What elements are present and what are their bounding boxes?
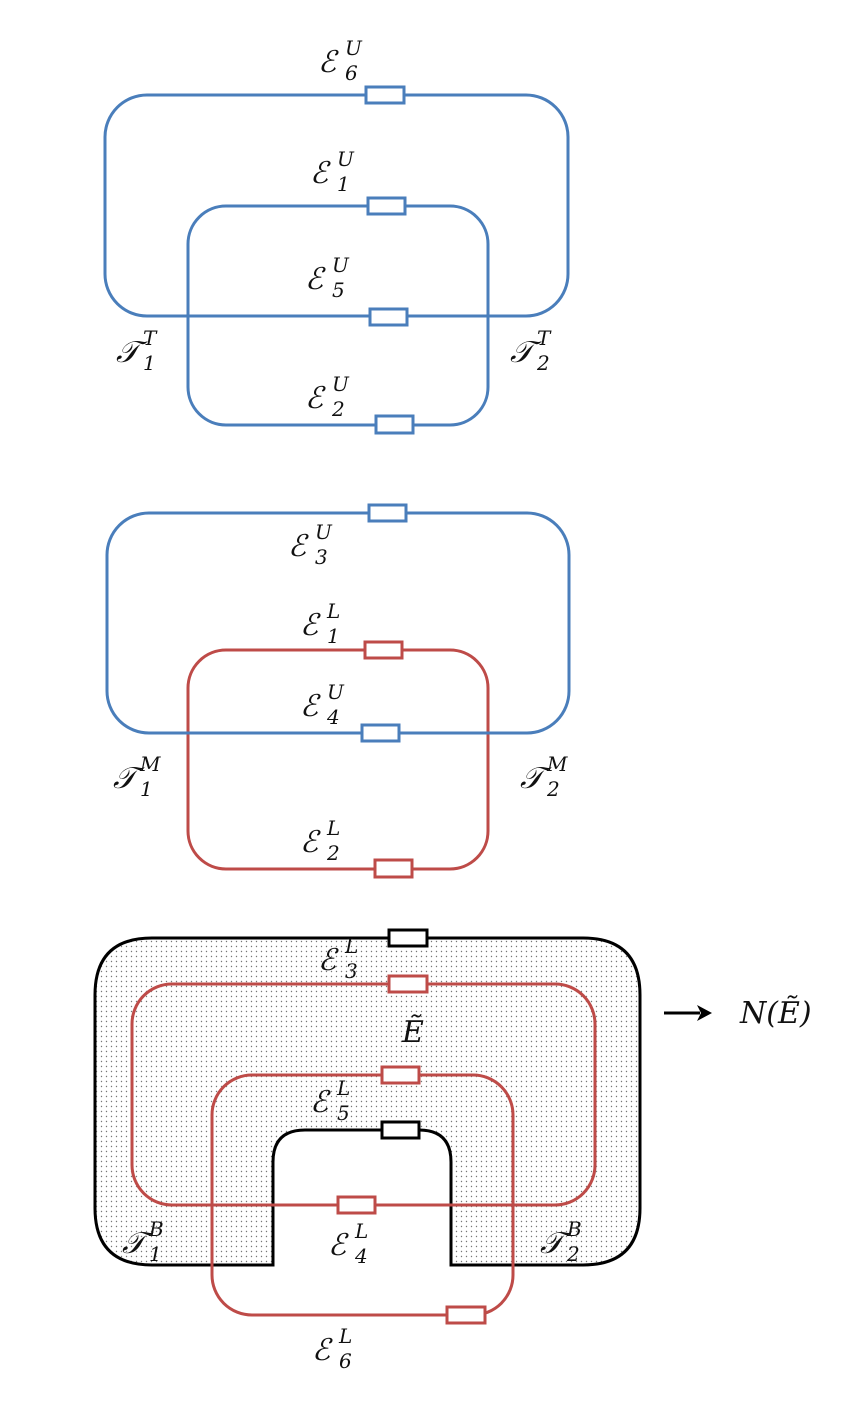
svg-text:U: U (332, 253, 350, 277)
svg-text:ℰ: ℰ (328, 1228, 349, 1263)
loop-e3U (105, 511, 571, 735)
loop-e1U (186, 204, 490, 427)
label-e4L: ℰ L 4 (328, 1219, 368, 1268)
loop-e6U (103, 93, 570, 318)
svg-text:2: 2 (536, 351, 550, 375)
svg-text:2: 2 (331, 397, 345, 421)
label-e4U: ℰ U 4 (300, 680, 345, 729)
svg-text:2: 2 (546, 777, 560, 801)
svg-text:ℰ: ℰ (300, 825, 321, 860)
svg-text:4: 4 (354, 1244, 368, 1268)
svg-text:ℰ: ℰ (305, 262, 326, 297)
box-e5L (380, 1065, 421, 1085)
svg-text:M: M (139, 752, 161, 776)
label-e3U: ℰ U 3 (288, 520, 333, 569)
svg-text:L: L (354, 1219, 368, 1243)
svg-text:2: 2 (326, 841, 340, 865)
label-e-tilde: Ẽ (401, 1014, 424, 1050)
label-t1T: 𝒯 T 1 (116, 326, 158, 375)
label-e6L: ℰ L 6 (312, 1324, 352, 1373)
label-e6U: ℰ U 6 (318, 36, 363, 85)
box-e4U (360, 723, 401, 743)
svg-text:3: 3 (345, 959, 358, 983)
svg-text:ℰ: ℰ (300, 689, 321, 724)
box-e3L (387, 974, 429, 994)
label-t2M: 𝒯 M 2 (520, 752, 568, 801)
svg-text:U: U (337, 147, 355, 171)
arrow-to-neighborhood (664, 1005, 712, 1021)
svg-text:5: 5 (332, 278, 345, 302)
label-neighborhood: N(Ẽ) (739, 995, 812, 1031)
svg-text:1: 1 (143, 351, 156, 375)
svg-text:1: 1 (327, 624, 340, 648)
svg-text:T: T (537, 326, 552, 350)
label-t1M: 𝒯 M 1 (113, 752, 161, 801)
top-panel: ℰ U 6 ℰ U 1 ℰ U 5 ℰ U 2 𝒯 T 1 𝒯 T 2 (103, 36, 570, 435)
svg-text:L: L (344, 934, 358, 958)
box-e1U (366, 196, 407, 216)
svg-text:U: U (332, 372, 350, 396)
svg-text:6: 6 (345, 61, 358, 85)
svg-text:3: 3 (315, 545, 328, 569)
loop-e1L (186, 648, 490, 871)
svg-text:U: U (345, 36, 363, 60)
label-e1L: ℰ L 1 (300, 599, 340, 648)
svg-text:ℰ: ℰ (318, 943, 339, 978)
svg-text:U: U (315, 520, 333, 544)
svg-text:2: 2 (566, 1242, 580, 1266)
box-e5U (368, 307, 409, 327)
loop-e5L (210, 1073, 515, 1317)
svg-text:L: L (326, 599, 340, 623)
box-e4L (336, 1195, 377, 1215)
label-e2U: ℰ U 2 (305, 372, 350, 421)
box-inner-boundary (380, 1120, 421, 1140)
svg-text:1: 1 (337, 172, 350, 196)
box-e2U (374, 414, 415, 435)
svg-text:T: T (143, 326, 158, 350)
svg-text:4: 4 (326, 705, 340, 729)
box-e6U (364, 85, 406, 105)
svg-text:ℰ: ℰ (288, 529, 309, 564)
label-t1B: 𝒯 B 1 (122, 1217, 164, 1266)
bottom-panel: ℰ L 3 Ẽ ℰ L 5 ℰ L 4 ℰ L 6 𝒯 B 1 𝒯 B (93, 928, 812, 1373)
neighborhood-region (93, 936, 642, 1267)
label-e1U: ℰ U 1 (310, 147, 355, 196)
svg-text:N(Ẽ): N(Ẽ) (739, 995, 812, 1031)
svg-text:U: U (327, 680, 345, 704)
box-e6L (445, 1305, 487, 1325)
svg-text:1: 1 (140, 777, 153, 801)
svg-text:ℰ: ℰ (318, 45, 339, 80)
label-t2B: 𝒯 B 2 (540, 1217, 582, 1266)
svg-text:1: 1 (149, 1242, 162, 1266)
label-e3L: ℰ L 3 (318, 934, 358, 983)
svg-text:L: L (338, 1324, 352, 1348)
svg-text:ℰ: ℰ (310, 156, 331, 191)
box-e1L (363, 640, 404, 660)
label-e5U: ℰ U 5 (305, 253, 350, 302)
box-e2L (373, 858, 414, 879)
label-e2L: ℰ L 2 (300, 816, 340, 865)
svg-text:M: M (546, 752, 568, 776)
label-e5L: ℰ L 5 (310, 1076, 350, 1125)
svg-text:Ẽ: Ẽ (401, 1014, 424, 1050)
svg-text:L: L (326, 816, 340, 840)
svg-text:L: L (336, 1076, 350, 1100)
svg-text:B: B (566, 1217, 582, 1241)
box-outer-boundary (387, 928, 429, 948)
svg-text:6: 6 (339, 1349, 352, 1373)
label-t2T: 𝒯 T 2 (510, 326, 552, 375)
box-e3U (367, 503, 408, 523)
svg-text:ℰ: ℰ (312, 1333, 333, 1368)
svg-text:ℰ: ℰ (310, 1085, 331, 1120)
svg-text:ℰ: ℰ (305, 381, 326, 416)
svg-text:ℰ: ℰ (300, 608, 321, 643)
svg-text:5: 5 (337, 1101, 350, 1125)
svg-text:B: B (148, 1217, 164, 1241)
middle-panel: ℰ U 3 ℰ L 1 ℰ U 4 ℰ L 2 𝒯 M 1 𝒯 M 2 (105, 503, 571, 879)
